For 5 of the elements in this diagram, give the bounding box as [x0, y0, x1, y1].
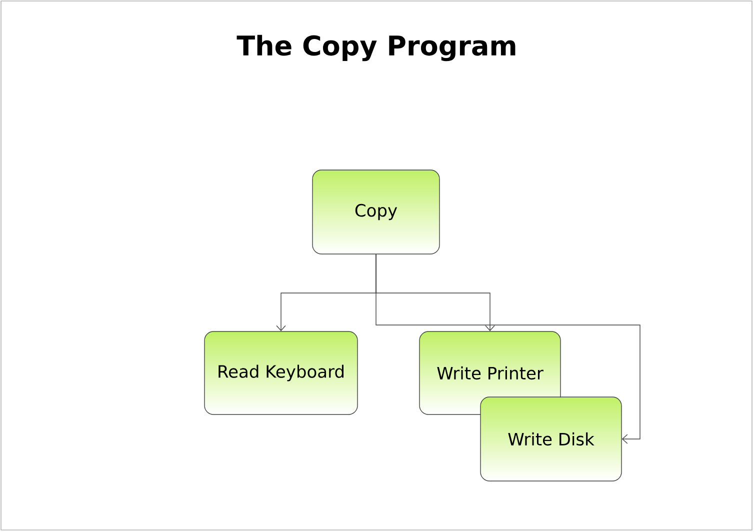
arrow [376, 254, 640, 444]
process-box: Read Keyboard [204, 331, 358, 415]
process-box: Write Disk [480, 396, 622, 482]
process-box: Copy [312, 170, 440, 254]
title: The Copy Program [236, 34, 516, 62]
